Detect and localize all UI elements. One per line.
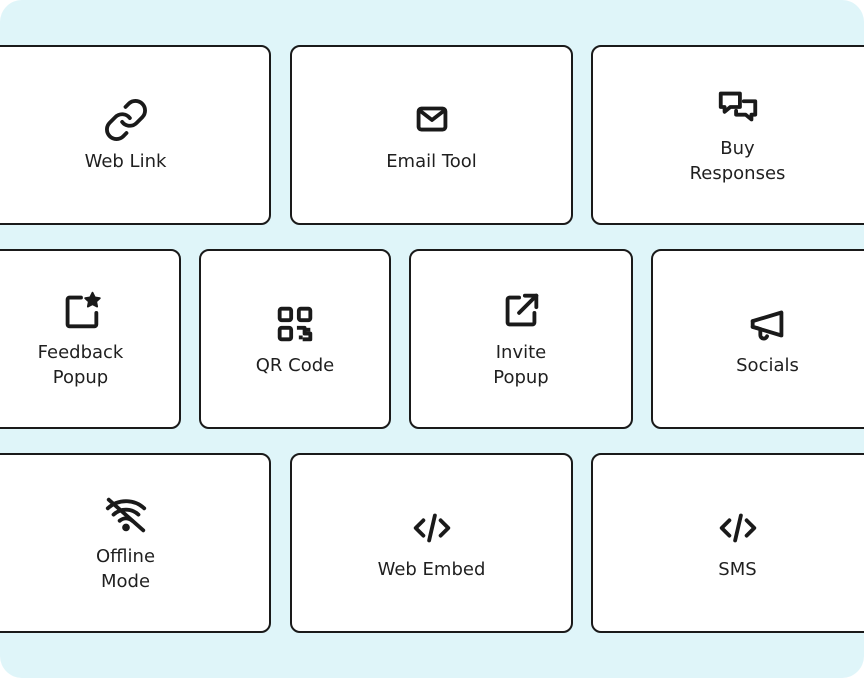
card-label: SMS [718,558,757,580]
card-label: Email Tool [386,150,477,172]
card-buy-responses[interactable]: Buy Responses [591,45,864,225]
card-offline-mode[interactable]: Offline Mode [0,453,271,633]
chat-bubbles-icon [715,84,761,130]
card-web-embed[interactable]: Web Embed [290,453,573,633]
card-qr-code[interactable]: QR Code [199,249,391,429]
card-invite-popup[interactable]: Invite Popup [409,249,633,429]
card-label: Offline Mode [95,546,156,592]
link-icon [103,97,149,143]
card-sms[interactable]: SMS [591,453,864,633]
code-icon [409,505,455,551]
card-label: Invite Popup [493,342,549,388]
external-link-icon [498,288,544,334]
envelope-icon [409,97,455,143]
megaphone-icon [745,301,791,347]
card-label: Web Embed [377,558,486,580]
card-label: Socials [736,354,799,376]
card-socials[interactable]: Socials [651,249,864,429]
card-web-link[interactable]: Web Link [0,45,271,225]
wifi-off-icon [103,492,149,538]
qr-code-icon [272,301,318,347]
code-icon [715,505,761,551]
card-label: Feedback Popup [37,342,124,388]
square-star-icon [58,288,104,334]
card-label: Web Link [84,150,167,172]
card-label: Buy Responses [689,138,786,184]
card-email-tool[interactable]: Email Tool [290,45,573,225]
card-label: QR Code [255,354,335,376]
card-feedback-popup[interactable]: Feedback Popup [0,249,181,429]
